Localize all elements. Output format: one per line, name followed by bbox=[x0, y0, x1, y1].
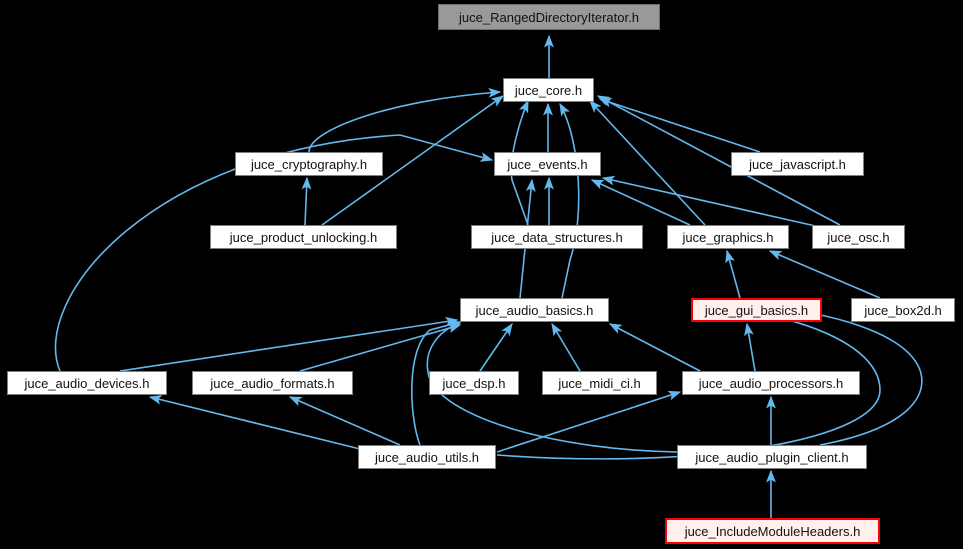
graph-edge bbox=[299, 323, 462, 372]
graph-edge bbox=[773, 304, 923, 446]
graph-edge bbox=[601, 175, 821, 228]
graph-node-label: juce_IncludeModuleHeaders.h bbox=[684, 523, 861, 539]
graph-edge bbox=[590, 179, 691, 226]
graph-node-audio_utils[interactable]: juce_audio_utils.h bbox=[358, 445, 496, 469]
graph-node-label: juce_product_unlocking.h bbox=[229, 229, 378, 245]
graph-edge bbox=[301, 176, 312, 226]
graph-node-cryptography[interactable]: juce_cryptography.h bbox=[235, 152, 383, 176]
graph-edge bbox=[321, 95, 505, 226]
graph-edge bbox=[725, 249, 741, 299]
graph-node-label: juce_audio_formats.h bbox=[210, 375, 335, 391]
graph-edge bbox=[54, 134, 494, 372]
graph-node-label: juce_midi_ci.h bbox=[558, 375, 641, 391]
graph-node-midi_ci[interactable]: juce_midi_ci.h bbox=[542, 371, 657, 395]
graph-node-audio_formats[interactable]: juce_audio_formats.h bbox=[192, 371, 353, 395]
graph-edge bbox=[426, 322, 678, 453]
graph-edge bbox=[148, 394, 361, 450]
graph-node-label: juce_audio_processors.h bbox=[698, 375, 844, 391]
graph-edge bbox=[608, 323, 701, 372]
graph-edge bbox=[551, 322, 581, 372]
graph-edge bbox=[598, 97, 761, 153]
graph-edge bbox=[744, 322, 756, 372]
graph-node-label: juce_audio_devices.h bbox=[24, 375, 150, 391]
graph-node-ranged_directory_iterator[interactable]: juce_RangedDirectoryIterator.h bbox=[438, 4, 660, 30]
graph-node-box2d[interactable]: juce_box2d.h bbox=[851, 298, 955, 322]
graph-edge bbox=[559, 102, 580, 299]
graph-node-data_structures[interactable]: juce_data_structures.h bbox=[471, 225, 643, 249]
graph-edge bbox=[596, 95, 841, 226]
graph-edge bbox=[411, 320, 462, 446]
graph-node-osc[interactable]: juce_osc.h bbox=[812, 225, 905, 249]
graph-node-label: juce_RangedDirectoryIterator.h bbox=[459, 9, 639, 25]
graph-node-events[interactable]: juce_events.h bbox=[494, 152, 601, 176]
graph-node-label: juce_dsp.h bbox=[442, 375, 506, 391]
graph-node-label: juce_audio_utils.h bbox=[374, 449, 480, 465]
graph-node-gui_basics[interactable]: juce_gui_basics.h bbox=[691, 298, 822, 322]
graph-node-dsp[interactable]: juce_dsp.h bbox=[429, 371, 519, 395]
graph-node-core[interactable]: juce_core.h bbox=[503, 78, 594, 102]
graph-node-label: juce_javascript.h bbox=[749, 156, 846, 172]
graph-node-label: juce_osc.h bbox=[827, 229, 890, 245]
graph-node-product_unlocking[interactable]: juce_product_unlocking.h bbox=[210, 225, 397, 249]
graph-node-label: juce_cryptography.h bbox=[250, 156, 368, 172]
graph-edge bbox=[768, 250, 881, 299]
graph-node-audio_plugin_client[interactable]: juce_audio_plugin_client.h bbox=[677, 445, 867, 469]
graph-edge bbox=[479, 322, 513, 372]
graph-node-label: juce_audio_plugin_client.h bbox=[695, 449, 849, 465]
graph-edge bbox=[589, 100, 706, 226]
graph-node-label: juce_core.h bbox=[514, 82, 583, 98]
graph-node-audio_basics[interactable]: juce_audio_basics.h bbox=[460, 298, 609, 322]
graph-node-label: juce_graphics.h bbox=[682, 229, 774, 245]
graph-edge bbox=[496, 310, 881, 460]
graph-node-audio_processors[interactable]: juce_audio_processors.h bbox=[682, 371, 860, 395]
graph-edge bbox=[496, 390, 682, 453]
graph-node-include_module_headers[interactable]: juce_IncludeModuleHeaders.h bbox=[665, 518, 880, 544]
graph-edge bbox=[308, 87, 502, 153]
graph-node-label: juce_audio_basics.h bbox=[475, 302, 594, 318]
graph-node-label: juce_data_structures.h bbox=[491, 229, 623, 245]
graph-node-audio_devices[interactable]: juce_audio_devices.h bbox=[7, 371, 167, 395]
graph-edge bbox=[510, 99, 529, 226]
graph-edge bbox=[119, 316, 459, 372]
graph-node-graphics[interactable]: juce_graphics.h bbox=[667, 225, 789, 249]
graph-edge bbox=[288, 396, 401, 446]
graph-node-label: juce_gui_basics.h bbox=[704, 302, 809, 318]
graph-node-javascript[interactable]: juce_javascript.h bbox=[731, 152, 864, 176]
graph-node-label: juce_box2d.h bbox=[864, 302, 942, 318]
graph-node-label: juce_events.h bbox=[507, 156, 588, 172]
